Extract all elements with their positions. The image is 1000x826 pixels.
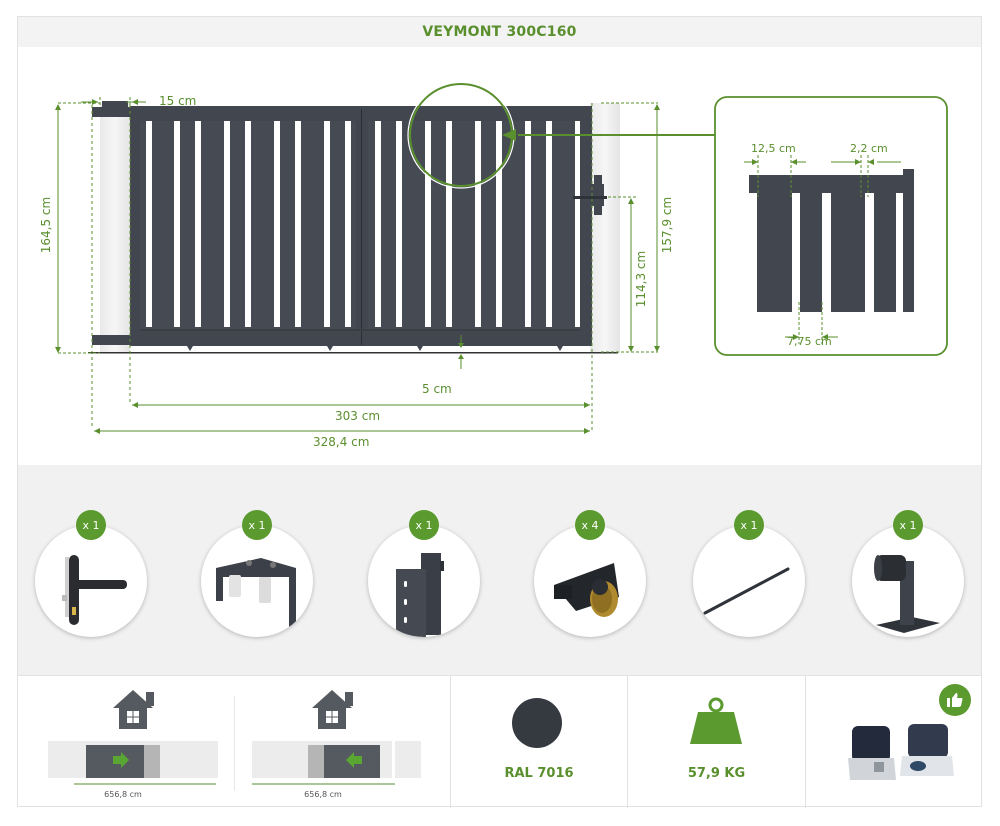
ground-rail-icon xyxy=(703,567,790,615)
roller-wheel-icon xyxy=(554,563,619,617)
accessory-roller-wheel: x 4 xyxy=(534,510,646,637)
dim-passage-width: 303 cm xyxy=(335,409,381,423)
weight-cell: 57,9 KG xyxy=(628,676,806,808)
house-icon xyxy=(312,690,353,729)
accessory-guide-post: x 1 xyxy=(852,510,964,637)
accessory-ground-rail: x 1 xyxy=(693,510,805,637)
weight-icon xyxy=(690,697,742,744)
product-sheet: VEYMONT 300C160 xyxy=(17,16,982,808)
motor-image xyxy=(848,724,954,780)
page-title: VEYMONT 300C160 xyxy=(422,24,577,40)
opening-left-dimension: 656,8 cm xyxy=(304,790,342,799)
dim-total-width: 328,4 cm xyxy=(313,435,370,449)
dim-ground-clearance: 5 cm xyxy=(422,382,452,396)
motorization-cell xyxy=(806,676,981,808)
gate-panel xyxy=(130,106,592,351)
quantity-badge: x 1 xyxy=(893,510,923,540)
dim-total-height: 164,5 cm xyxy=(39,196,53,254)
top-guide-bracket-icon xyxy=(216,558,296,628)
weight-label: 57,9 KG xyxy=(687,766,746,781)
accessory-lock-handle: x 1 xyxy=(35,510,147,637)
lock-handle-icon xyxy=(62,555,127,625)
dim-lock-height: 114,3 cm xyxy=(634,250,648,308)
opening-directions: 656,8 cm 656,8 cm xyxy=(18,676,451,808)
color-label: RAL 7016 xyxy=(504,766,574,781)
right-pillar xyxy=(590,103,620,353)
dim-pillar-width: 15 cm xyxy=(159,94,197,108)
left-pillar xyxy=(100,103,130,353)
gate-drawing xyxy=(55,81,948,434)
accessory-top-guide: x 1 xyxy=(201,510,313,637)
strike-keeper-icon xyxy=(396,553,444,637)
info-bar: 656,8 cm 656,8 cm xyxy=(18,675,981,808)
color-cell: RAL 7016 xyxy=(451,676,628,808)
color-swatch xyxy=(512,698,562,748)
quantity-badge: x 1 xyxy=(76,510,106,540)
quantity-badge: x 1 xyxy=(242,510,272,540)
quantity-badge: x 1 xyxy=(409,510,439,540)
opening-left-diagram xyxy=(252,690,421,785)
quantity-badge: x 1 xyxy=(734,510,764,540)
dim-board-width: 12,5 cm xyxy=(751,142,796,155)
accessories-section: x 1 x 1 xyxy=(18,465,981,675)
opening-right-diagram xyxy=(48,690,218,785)
technical-drawing: 15 cm 164,5 cm 157,9 cm 114,3 cm 5 cm 30… xyxy=(18,47,981,465)
dim-gap-large: 7,75 cm xyxy=(787,335,832,348)
accessory-strike-keeper: x 1 xyxy=(368,510,480,637)
quantity-badge: x 4 xyxy=(575,510,605,540)
slat-detail-box xyxy=(714,96,948,356)
thumbs-up-icon xyxy=(939,684,971,716)
opening-right-dimension: 656,8 cm xyxy=(104,790,142,799)
house-icon xyxy=(113,690,154,729)
dim-gate-height: 157,9 cm xyxy=(660,196,674,254)
guide-post-icon xyxy=(874,555,940,633)
header: VEYMONT 300C160 xyxy=(18,17,981,47)
dim-gap-small: 2,2 cm xyxy=(850,142,888,155)
